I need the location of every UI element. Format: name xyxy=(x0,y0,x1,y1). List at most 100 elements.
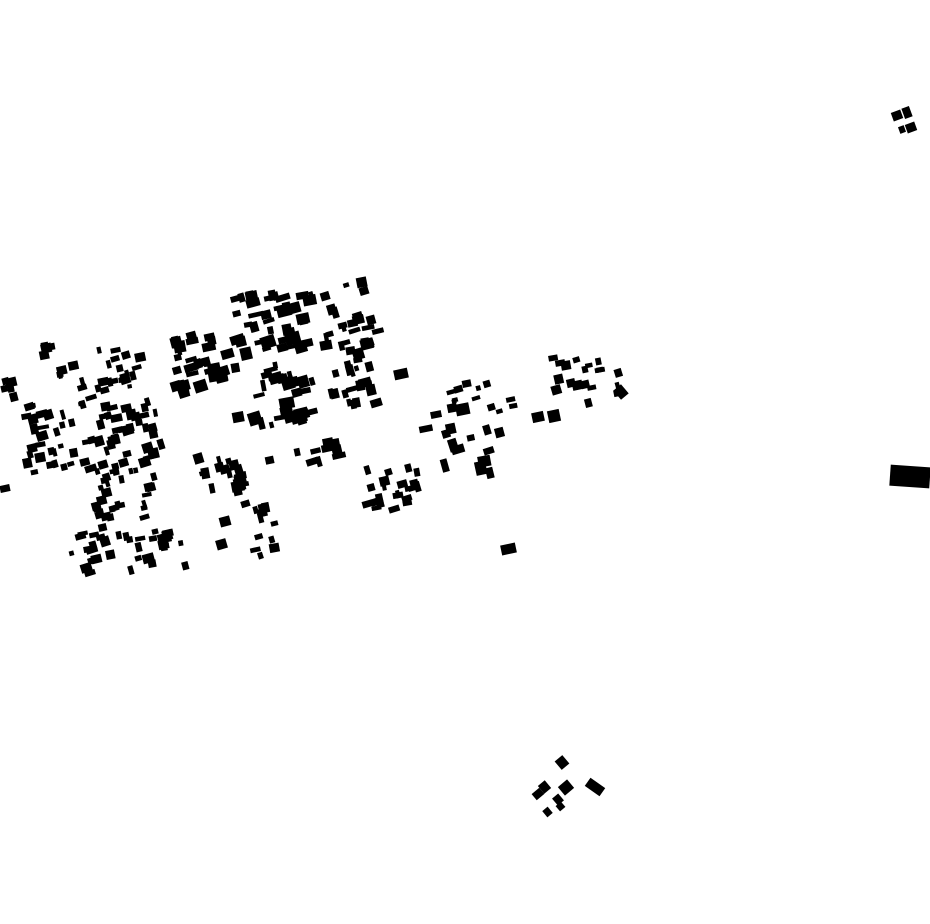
building xyxy=(0,484,11,493)
building xyxy=(8,391,19,403)
building xyxy=(325,330,334,338)
building xyxy=(268,535,276,544)
building xyxy=(268,542,281,554)
building xyxy=(542,806,553,818)
buildings-layer xyxy=(0,105,930,818)
building xyxy=(262,317,275,325)
building xyxy=(37,424,50,431)
building xyxy=(294,410,308,426)
building xyxy=(134,535,146,542)
building xyxy=(371,327,385,336)
building xyxy=(40,341,49,349)
building xyxy=(240,499,251,509)
building xyxy=(337,340,346,352)
building xyxy=(127,565,135,576)
building xyxy=(477,454,492,468)
building xyxy=(560,360,572,371)
building xyxy=(57,443,64,449)
building xyxy=(272,361,279,369)
building xyxy=(365,314,377,326)
building xyxy=(244,290,260,306)
building xyxy=(581,365,589,374)
building xyxy=(430,410,443,420)
building xyxy=(371,504,382,512)
building xyxy=(374,493,384,505)
building xyxy=(30,402,37,409)
building xyxy=(85,545,99,555)
building xyxy=(904,121,918,134)
building xyxy=(115,530,123,540)
building xyxy=(20,412,32,421)
building xyxy=(47,446,56,456)
building xyxy=(0,384,9,393)
building xyxy=(230,480,245,493)
building xyxy=(554,755,570,770)
building xyxy=(200,467,211,480)
building xyxy=(331,451,347,461)
building xyxy=(101,472,112,483)
building xyxy=(30,469,39,476)
building xyxy=(402,499,413,507)
building xyxy=(553,373,565,385)
building xyxy=(29,423,40,435)
building xyxy=(134,541,143,553)
building xyxy=(109,354,121,363)
building xyxy=(141,491,152,498)
building xyxy=(361,499,374,509)
building xyxy=(572,356,581,364)
building xyxy=(247,310,264,319)
building xyxy=(308,376,316,387)
building xyxy=(305,407,319,417)
building xyxy=(330,306,340,319)
building xyxy=(97,484,104,491)
building xyxy=(342,282,350,289)
building xyxy=(239,346,253,361)
building xyxy=(344,363,355,377)
building xyxy=(150,472,158,482)
building xyxy=(131,363,142,372)
building xyxy=(890,109,904,122)
building xyxy=(151,528,159,535)
building xyxy=(508,402,518,410)
building xyxy=(363,465,372,476)
building xyxy=(268,421,275,429)
building xyxy=(273,414,287,422)
building xyxy=(384,467,393,477)
building xyxy=(34,451,47,464)
building xyxy=(396,479,409,489)
building xyxy=(351,397,362,409)
building xyxy=(505,396,516,403)
building xyxy=(215,455,222,465)
building xyxy=(550,384,563,396)
building xyxy=(404,484,417,492)
building xyxy=(140,402,149,413)
building xyxy=(901,105,913,120)
building xyxy=(148,535,158,543)
building xyxy=(118,475,125,484)
building xyxy=(122,531,131,542)
building xyxy=(68,550,75,557)
building xyxy=(348,326,361,335)
building xyxy=(66,460,75,467)
building xyxy=(243,481,250,487)
building xyxy=(76,383,88,392)
building xyxy=(156,532,170,543)
building xyxy=(594,357,602,366)
building xyxy=(139,513,150,522)
building xyxy=(345,384,359,393)
building xyxy=(134,554,143,562)
building xyxy=(393,367,409,381)
building xyxy=(298,318,309,326)
building xyxy=(282,375,300,389)
building xyxy=(897,125,907,134)
building xyxy=(446,402,458,414)
building xyxy=(486,402,496,412)
building xyxy=(157,538,170,551)
building xyxy=(156,438,166,451)
building xyxy=(95,494,108,506)
building xyxy=(531,787,545,801)
building xyxy=(67,418,76,428)
building xyxy=(337,321,348,330)
building xyxy=(254,339,264,346)
building xyxy=(451,398,457,404)
